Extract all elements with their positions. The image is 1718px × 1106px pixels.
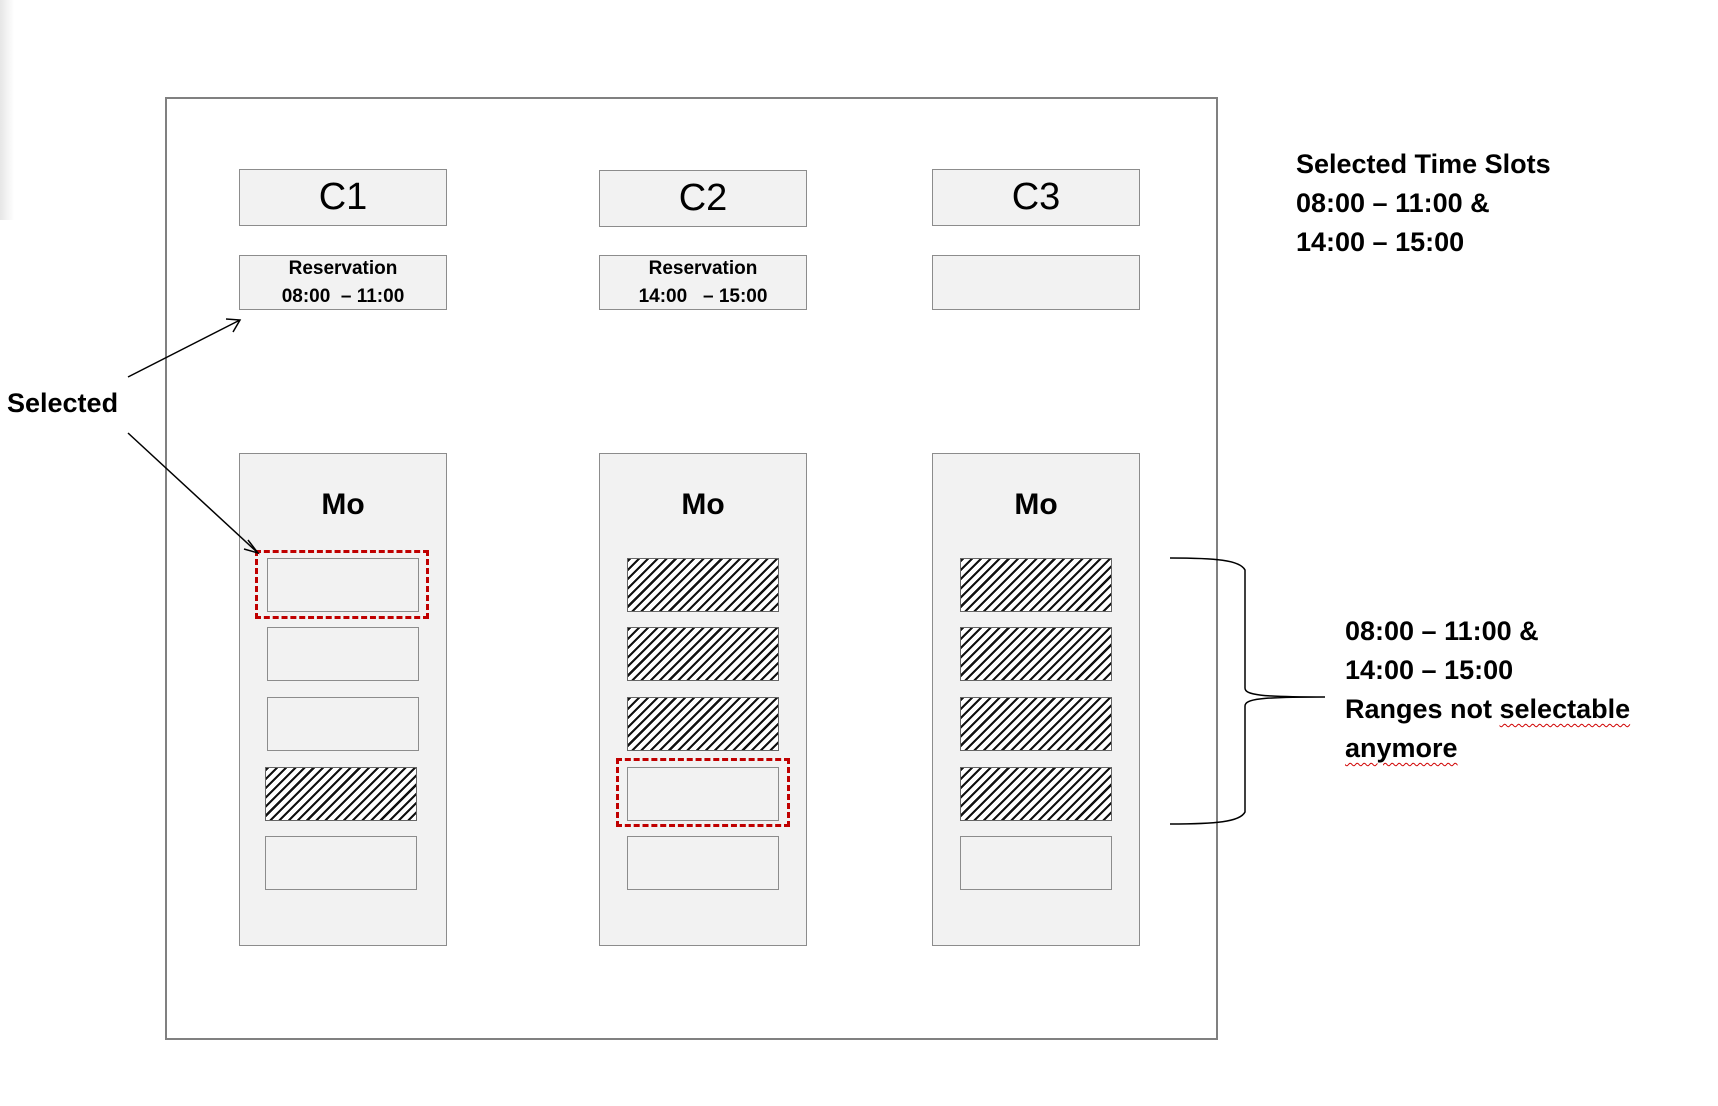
selected-label: Selected <box>7 388 119 418</box>
day-label: Mo <box>681 488 725 521</box>
note-title: Selected Time Slots <box>1296 149 1551 179</box>
reservation-time: 08:00 – 11:00 <box>281 285 405 307</box>
time-slot-free[interactable] <box>267 627 419 681</box>
note-line-4: anymore <box>1345 729 1630 768</box>
reservation-box-c2: Reservation 14:00 – 15:00 <box>599 255 807 310</box>
note-range-2: 14:00 – 15:00 <box>1296 227 1465 257</box>
reservation-time: 14:00 – 15:00 <box>638 285 768 307</box>
note-text-misspelled: anymore <box>1345 733 1458 763</box>
time-slot-blocked <box>960 697 1112 751</box>
day-label: Mo <box>1014 488 1058 521</box>
column-header-label: C1 <box>318 176 368 218</box>
time-slot-blocked <box>627 558 779 612</box>
column-header-c3[interactable]: C3 <box>932 169 1140 226</box>
reservation-box-c3 <box>932 255 1140 310</box>
note-line-3: Ranges not selectable <box>1345 690 1630 729</box>
day-label: Mo <box>321 488 365 521</box>
time-slot-blocked <box>627 627 779 681</box>
column-header-c2[interactable]: C2 <box>599 170 807 227</box>
time-slot-free[interactable] <box>265 836 417 890</box>
time-slot-blocked <box>265 767 417 821</box>
time-slot-free[interactable] <box>960 836 1112 890</box>
reservation-box-c1: Reservation 08:00 – 11:00 <box>239 255 447 310</box>
time-slot-free[interactable] <box>627 836 779 890</box>
ranges-not-selectable-note: 08:00 – 11:00 & 14:00 – 15:00 Ranges not… <box>1345 612 1630 768</box>
selected-time-slots-note: Selected Time Slots 08:00 – 11:00 & 14:0… <box>1296 145 1551 262</box>
column-header-label: C2 <box>678 177 728 219</box>
selected-slot-highlight <box>255 550 429 619</box>
note-range-1: 08:00 – 11:00 & <box>1345 616 1539 646</box>
note-text: Ranges not <box>1345 694 1500 724</box>
reservation-title: Reservation <box>648 257 758 279</box>
column-header-label: C3 <box>1011 176 1061 218</box>
note-range-1: 08:00 – 11:00 & <box>1296 188 1490 218</box>
time-slot-blocked <box>627 697 779 751</box>
note-range-2: 14:00 – 15:00 <box>1345 655 1514 685</box>
reservation-title: Reservation <box>288 257 398 279</box>
time-slot-blocked <box>960 627 1112 681</box>
time-slot-blocked <box>960 767 1112 821</box>
selected-slot-highlight <box>616 758 790 827</box>
time-slot-free[interactable] <box>267 558 419 612</box>
note-text-misspelled: selectable <box>1499 694 1631 724</box>
time-slot-free[interactable] <box>627 767 779 821</box>
time-slot-blocked <box>960 558 1112 612</box>
column-header-c1[interactable]: C1 <box>239 169 447 226</box>
left-edge-shadow <box>0 0 14 220</box>
time-slot-free[interactable] <box>267 697 419 751</box>
